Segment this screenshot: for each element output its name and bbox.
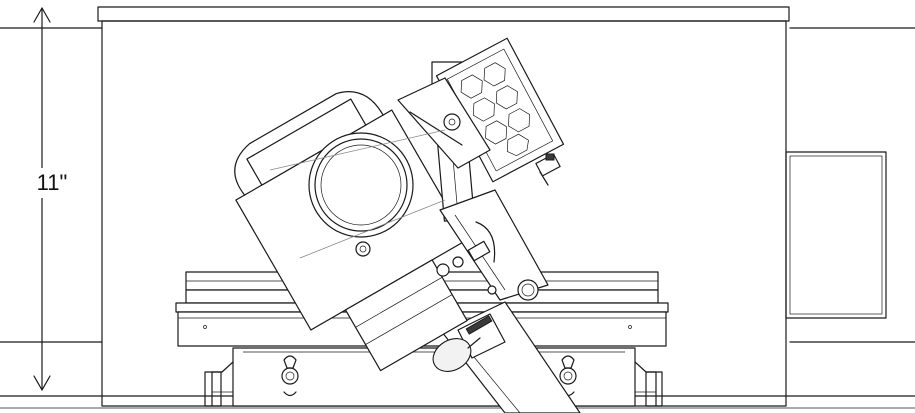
spindle-column xyxy=(441,301,581,413)
control-fitting-icon xyxy=(436,240,497,295)
side-window xyxy=(785,151,887,319)
arm-bracket xyxy=(439,189,549,301)
dimension-line xyxy=(33,7,51,391)
left-lock-knob-icon xyxy=(281,355,299,397)
hidden-lines xyxy=(269,129,446,259)
heat-sink-vents-icon xyxy=(460,62,531,157)
connector-icon xyxy=(535,153,561,186)
mount-plate xyxy=(397,77,491,169)
dimension-label: 11" xyxy=(22,168,82,198)
tilt-handle-icon xyxy=(432,337,481,372)
motor-face-icon xyxy=(308,132,414,257)
